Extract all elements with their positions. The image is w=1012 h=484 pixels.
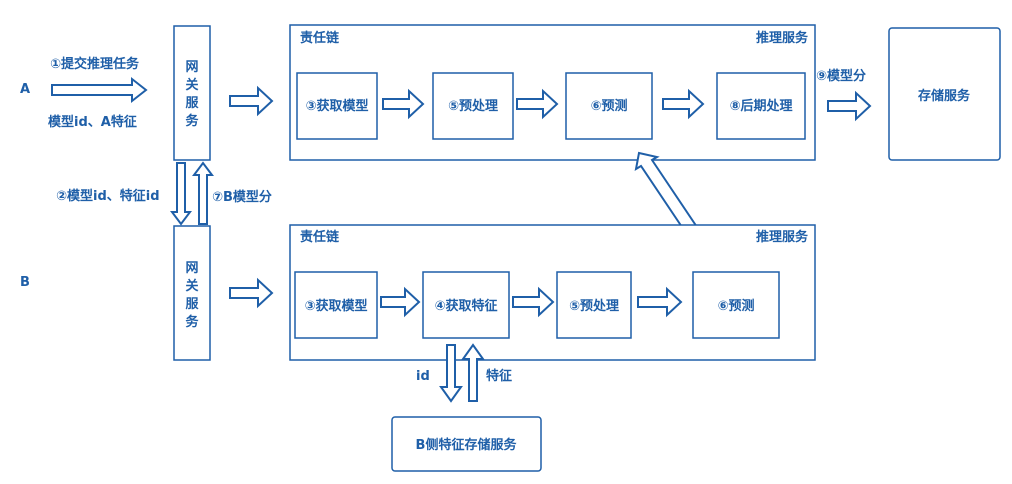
chain-a-step-4: ⑧后期处理 <box>729 98 792 114</box>
chain-b-arrow-1 <box>380 286 421 318</box>
submit-label: ①提交推理任务 <box>50 56 140 72</box>
gateway-to-chain-b-arrow <box>229 277 274 309</box>
storage-service-box <box>888 27 1001 161</box>
b-feature-storage-box <box>391 416 542 472</box>
chain-a-step-1: ③获取模型 <box>305 98 368 114</box>
chain-a-arrow-2 <box>516 88 559 120</box>
request-label: ②模型id、特征id <box>56 188 160 204</box>
chain-a-service: 推理服务 <box>756 30 809 46</box>
gateway-down-arrow <box>170 162 192 226</box>
chain-b-service: 推理服务 <box>756 229 809 245</box>
label-b: B <box>20 275 30 290</box>
chain-b-step-1-box <box>294 271 378 339</box>
chain-b-step-2-box <box>422 271 510 339</box>
storage-service-label: 存储服务 <box>918 88 971 104</box>
chain-a-arrow-3 <box>662 88 705 120</box>
chain-b-step-3: ⑤预处理 <box>569 298 619 314</box>
chain-a-arrow-1 <box>382 88 425 120</box>
gateway-bottom-box <box>173 225 211 361</box>
label-a: A <box>20 82 30 97</box>
to-storage-arrow <box>827 90 872 122</box>
chain-a-step-4-box <box>716 72 806 140</box>
gateway-bottom-label: 网关服务 <box>185 261 199 330</box>
chain-b-step-4: ⑥预测 <box>717 298 754 314</box>
gateway-top-box <box>173 25 211 161</box>
feature-label: 特征 <box>486 368 512 384</box>
chain-a-step-3: ⑥预测 <box>590 98 627 114</box>
chain-b-step-4-box <box>692 271 780 339</box>
score-b-label: ⑦B模型分 <box>212 189 272 205</box>
model-score-label: ⑨模型分 <box>816 68 866 84</box>
b-feature-storage-label: B侧特征存储服务 <box>416 437 518 453</box>
gateway-top-label: 网关服务 <box>185 60 199 129</box>
model-feature-label: 模型id、A特征 <box>48 114 137 130</box>
chain-a-step-2-box <box>432 72 514 140</box>
chain-a-title: 责任链 <box>300 30 340 46</box>
id-down-arrow <box>439 344 463 403</box>
chain-a-step-3-box <box>565 72 653 140</box>
id-label: id <box>416 369 430 384</box>
chain-b-step-2: ④获取特征 <box>434 298 497 314</box>
chain-a-step-1-box <box>296 72 378 140</box>
chain-b-step-3-box <box>556 271 632 339</box>
feature-up-arrow <box>461 343 485 402</box>
input-arrow-a <box>51 76 148 104</box>
chain-b-arrow-2 <box>512 286 555 318</box>
chain-b-title: 责任链 <box>300 229 340 245</box>
gateway-up-arrow <box>192 161 214 225</box>
chain-b-arrow-3 <box>637 286 683 318</box>
chain-b-step-1: ③获取模型 <box>304 298 367 314</box>
gateway-to-chain-a-arrow <box>229 85 274 117</box>
chain-a-step-2: ⑤预处理 <box>448 98 498 114</box>
